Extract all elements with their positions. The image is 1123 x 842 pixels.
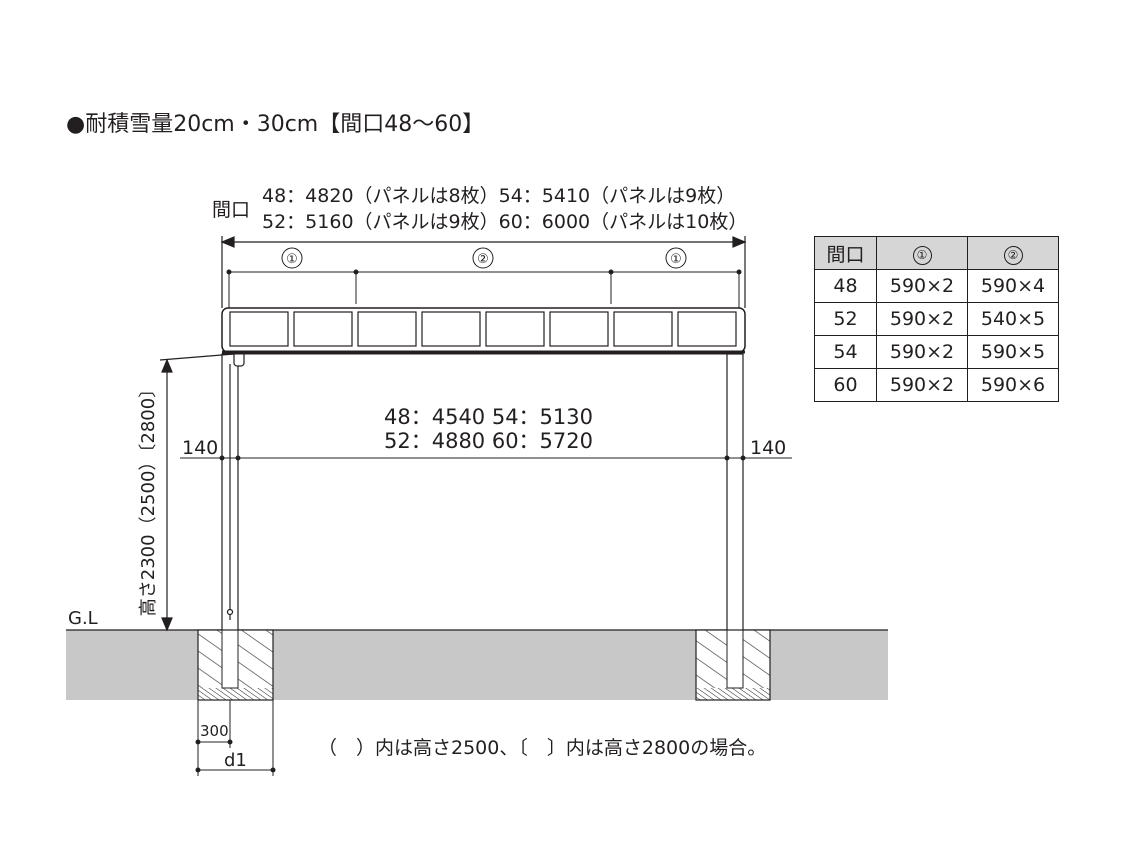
table-header-segment-2: ② bbox=[967, 236, 1059, 270]
table-row: 52 590×2 540×5 bbox=[814, 302, 1059, 336]
height-label: 高さ2300（2500）〔2800〕 bbox=[138, 380, 159, 616]
post-offset-left: 140 bbox=[182, 437, 218, 459]
height-dimension-line bbox=[159, 353, 235, 632]
frontage-dimension-line bbox=[220, 236, 747, 308]
table-cell: 590×5 bbox=[967, 335, 1059, 369]
segment-marker-middle: ② bbox=[472, 247, 494, 269]
inner-span-dimension-line bbox=[180, 455, 792, 461]
segment-marker-right: ① bbox=[665, 247, 687, 269]
table-row: 48 590×2 590×4 bbox=[814, 269, 1059, 303]
post-right bbox=[726, 353, 744, 631]
frontage-values-line1: 48：4820（パネルは8枚）54：5410（パネルは9枚） bbox=[262, 185, 735, 207]
post-left bbox=[221, 351, 245, 631]
panel-size-table: 間口 ① ② 48 590×2 590×4 52 590×2 540×5 54 … bbox=[814, 236, 1059, 402]
table-header-frontage: 間口 bbox=[814, 236, 877, 270]
segment-dimension-line bbox=[226, 269, 742, 308]
frontage-label: 間口 bbox=[212, 199, 250, 221]
ground-label: G.L bbox=[68, 608, 98, 629]
foundation-depth-label: d1 bbox=[224, 750, 247, 771]
table-row: 60 590×2 590×6 bbox=[814, 368, 1059, 402]
foundation-left bbox=[197, 629, 274, 701]
table-cell: 60 bbox=[814, 368, 877, 402]
table-header-row: 間口 ① ② bbox=[814, 236, 1059, 270]
foundation-width-label: 300 bbox=[200, 722, 229, 740]
post-offset-right: 140 bbox=[750, 437, 786, 459]
svg-text:①: ① bbox=[670, 252, 682, 267]
table-cell: 590×2 bbox=[876, 302, 968, 336]
roof bbox=[221, 307, 746, 355]
table-cell: 590×6 bbox=[967, 368, 1059, 402]
table-cell: 590×2 bbox=[876, 269, 968, 303]
table-cell: 590×2 bbox=[876, 368, 968, 402]
table-cell: 590×4 bbox=[967, 269, 1059, 303]
table-row: 54 590×2 590×5 bbox=[814, 335, 1059, 369]
svg-text:①: ① bbox=[286, 252, 298, 267]
inner-span-line2: 52：4880 60：5720 bbox=[384, 429, 593, 453]
frontage-values-line2: 52：5160（パネルは9枚）60：6000（パネルは10枚） bbox=[262, 211, 747, 233]
table-cell: 52 bbox=[814, 302, 877, 336]
table-header-segment-1: ① bbox=[876, 236, 968, 270]
page-title: ●耐積雪量20cm・30cm【間口48〜60】 bbox=[66, 112, 485, 137]
svg-text:②: ② bbox=[477, 252, 489, 267]
inner-span-line1: 48：4540 54：5130 bbox=[384, 405, 593, 429]
table-cell: 48 bbox=[814, 269, 877, 303]
segment-marker-left: ① bbox=[281, 247, 303, 269]
table-cell: 540×5 bbox=[967, 302, 1059, 336]
foundation-dimension-lines bbox=[195, 700, 276, 776]
table-cell: 590×2 bbox=[876, 335, 968, 369]
table-cell: 54 bbox=[814, 335, 877, 369]
foundation-right bbox=[695, 629, 771, 701]
note-text: （ ）内は高さ2500、〔 〕内は高さ2800の場合。 bbox=[318, 737, 766, 759]
